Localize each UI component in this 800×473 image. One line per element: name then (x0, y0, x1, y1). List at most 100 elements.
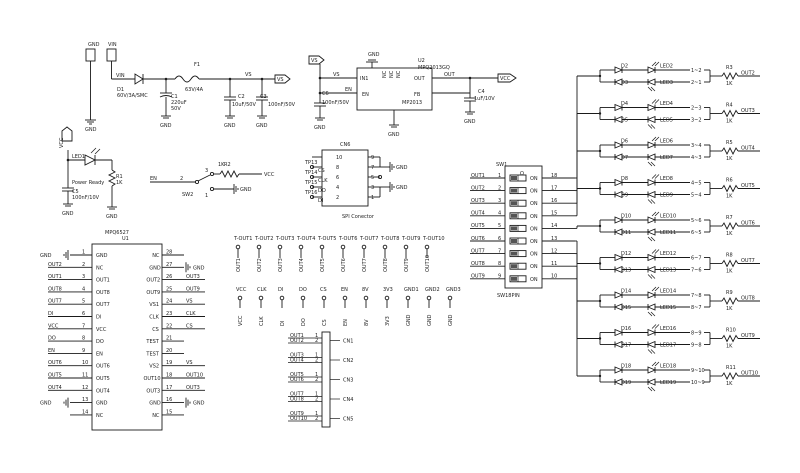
vs-port-1 (274, 74, 291, 84)
u1-pin-num-12: 12 (82, 385, 88, 391)
spi-sig-2: DO (318, 188, 326, 194)
c6-value: 100nF/50V (322, 100, 350, 106)
tp-top-title-9: T-OUT10 (422, 236, 445, 242)
out-lb-1: LED5 (660, 118, 673, 124)
u1-net-25: OUT9 (186, 286, 200, 292)
enable-switch: EN 2 3 1 SW2 R2 1K VCC GND (150, 162, 275, 199)
spi-tp-2: TP15 (304, 180, 317, 186)
led-icon-a-7 (647, 328, 657, 337)
spi-tp-1: TP14 (304, 170, 317, 176)
out-la-7: LED16 (660, 326, 676, 332)
u1-pin-name-28: NC (152, 253, 160, 259)
tp-bot-label-3: DO (301, 318, 307, 326)
out-r-0: R3 (726, 65, 733, 71)
out-j-3: 4~5 (691, 181, 702, 187)
resistor-icon-3 (721, 184, 739, 193)
vin-net-label: VIN (116, 73, 125, 79)
tp-top-title-3: T-OUT4 (296, 236, 315, 242)
tp-top-label-5: OUT6 (341, 258, 347, 272)
tp-bot-label-0: VCC (238, 315, 244, 326)
out-da-0: D2 (621, 64, 628, 70)
u1-pin-num-20: 20 (166, 348, 172, 354)
u1-pin-num-3: 3 (82, 274, 85, 280)
tp-mid-dot-7 (384, 295, 390, 301)
u1-net-22: CS (186, 323, 193, 329)
tp-mid-dot-4 (321, 295, 327, 301)
sw1-rpin-0: 18 (551, 173, 557, 179)
u1-net-7: VCC (48, 323, 59, 329)
input-power-section: GND VIN VIN GND D1 60V/3A/SMC GND C1 220… (85, 42, 296, 133)
u1-pin-num-22: 22 (166, 323, 172, 329)
sw1-knob-6 (511, 251, 517, 256)
out-la-6: LED14 (660, 289, 676, 295)
sw1-lpin-7: 8 (498, 261, 501, 267)
u1-net-18: OUT10 (186, 373, 203, 379)
sw1-knob-5 (511, 239, 517, 243)
u2-body[interactable] (356, 67, 433, 111)
u1-pin-name-10: OUT6 (96, 364, 110, 370)
cn6-pin-right-1: 7 (371, 165, 374, 171)
tp-top-label-1: OUT2 (257, 258, 263, 272)
diode-icon-a-0 (614, 66, 624, 74)
sw1-on-8: ON (530, 277, 538, 283)
cn-net-a-3: OUT7 (290, 392, 304, 398)
out-k-5: 7~6 (691, 268, 702, 274)
tp-top-title-7: T-OUT8 (380, 236, 399, 242)
vin-input-connector[interactable] (106, 48, 117, 62)
out-k-6: 8~7 (691, 305, 702, 311)
out-da-5: D12 (621, 251, 631, 257)
u1-net-6: DI (48, 311, 53, 317)
out-net-5: OUT7 (741, 258, 755, 264)
r1-gnd-label: GND (106, 214, 118, 220)
out-db-6: D15 (621, 305, 631, 311)
tp-mid-dot-8 (405, 295, 411, 301)
sw1-rpin-2: 16 (551, 198, 557, 204)
u2-fb: FB (414, 92, 421, 98)
spi-tp-dot-2 (309, 184, 315, 190)
cn6-body[interactable] (321, 149, 369, 207)
spi-tp-dot-3 (309, 194, 315, 200)
out-net-8: OUT10 (741, 371, 758, 377)
c3-gnd-label: GND (256, 123, 268, 129)
cn-ref-4: CN5 (343, 417, 353, 423)
cn-net-b-3: OUT8 (290, 397, 304, 403)
out-lb-3: LED9 (660, 193, 673, 199)
spi-tp-0: TP13 (304, 160, 317, 166)
u1-pin-name-4: OUT8 (96, 290, 110, 296)
vcc-port-led (61, 126, 73, 142)
out-j-6: 7~8 (691, 293, 702, 299)
u1-pin-num-2: 2 (82, 262, 85, 268)
out-r-7: R10 (726, 328, 736, 334)
diode-icon-a-6 (614, 291, 624, 299)
out-lb-7: LED17 (660, 343, 676, 349)
cn-pin1-0: 1 (315, 333, 318, 339)
u1-pin-name-23: CLK (149, 315, 159, 321)
tp-top-title-6: T-OUT7 (359, 236, 378, 242)
tp-top-dot-5 (340, 244, 346, 250)
sw1-rpin-5: 13 (551, 236, 557, 242)
u2-out-net: OUT (444, 72, 456, 78)
out-rv-1: 1K (726, 119, 733, 125)
cn-net-b-0: OUT2 (290, 338, 304, 344)
u1-pin-name-15: NC (152, 413, 160, 419)
u1-part: MPQ6527 (105, 230, 129, 236)
led-icon-a-0 (647, 66, 657, 74)
sw1-lpin-4: 5 (498, 223, 501, 229)
cn-pin1-1: 1 (315, 353, 318, 359)
tp-bot-label-10: GND (448, 314, 454, 326)
cn-pin2-0: 2 (315, 338, 318, 344)
out-r-1: R4 (726, 103, 733, 109)
out-junction-2 (598, 149, 602, 153)
u1-net-5: OUT7 (48, 299, 62, 305)
led-vcc-text: VCC (59, 137, 65, 148)
u1-body[interactable] (91, 243, 163, 431)
cn-ref-2: CN3 (343, 378, 353, 384)
led1-icon (84, 154, 97, 166)
spi-sig-0: CS (318, 168, 325, 174)
out-db-0: D3 (621, 80, 628, 86)
gnd-input-connector[interactable] (85, 48, 96, 62)
out-rv-3: 1K (726, 194, 733, 200)
out-k-8: 10~9 (691, 380, 705, 386)
cn-strip[interactable] (321, 331, 331, 428)
